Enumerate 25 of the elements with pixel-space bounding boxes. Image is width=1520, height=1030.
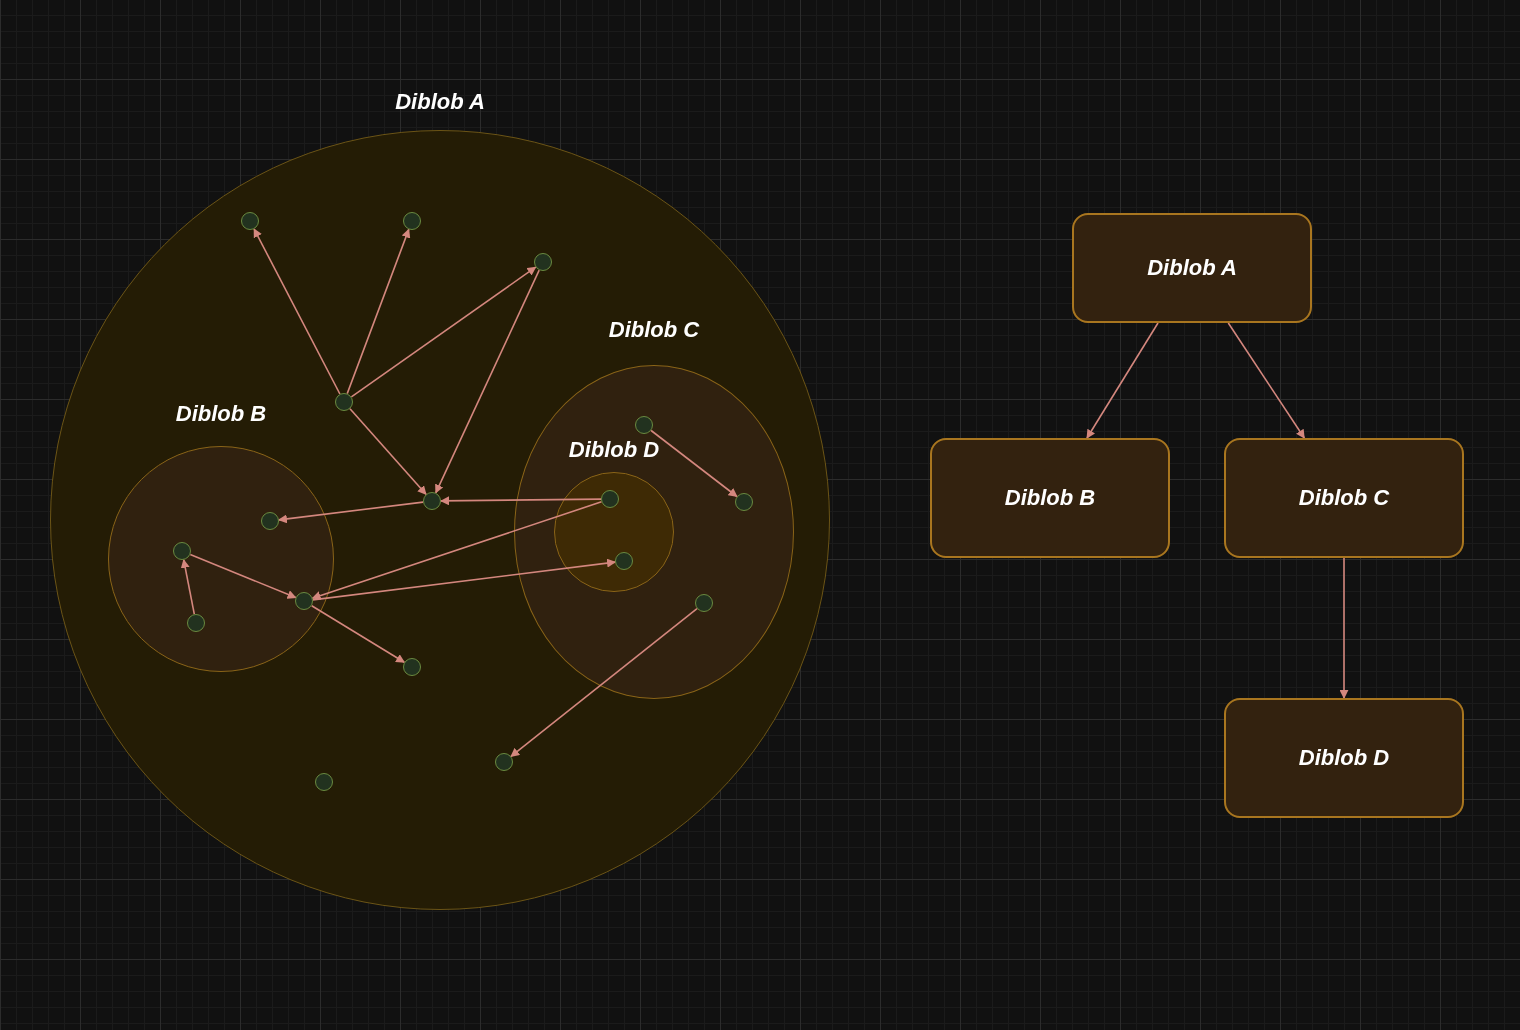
process-box: Diblob D (1224, 698, 1464, 818)
blob-title: Diblob C (608, 316, 700, 344)
arrow (349, 407, 427, 496)
blob-title: Diblob A (395, 88, 485, 116)
arrow (435, 269, 540, 494)
arrow (189, 553, 297, 599)
arrow (310, 604, 406, 664)
arrow (311, 501, 603, 600)
arrow (312, 558, 616, 601)
arrow (1339, 557, 1349, 699)
process-box: Diblob C (1224, 438, 1464, 558)
arrow (440, 496, 602, 506)
arrow (650, 429, 738, 498)
arrow (346, 228, 411, 395)
arrow (253, 228, 341, 395)
arrow (1086, 322, 1159, 439)
arrow (278, 501, 424, 524)
process-box: Diblob A (1072, 213, 1312, 323)
arrow (510, 607, 698, 758)
process-box: Diblob B (930, 438, 1170, 558)
arrow (1227, 322, 1306, 439)
blob-title: Diblob B (175, 400, 267, 428)
arrow (350, 266, 537, 398)
blob-title: Diblob D (568, 436, 660, 464)
arrow (180, 558, 196, 615)
